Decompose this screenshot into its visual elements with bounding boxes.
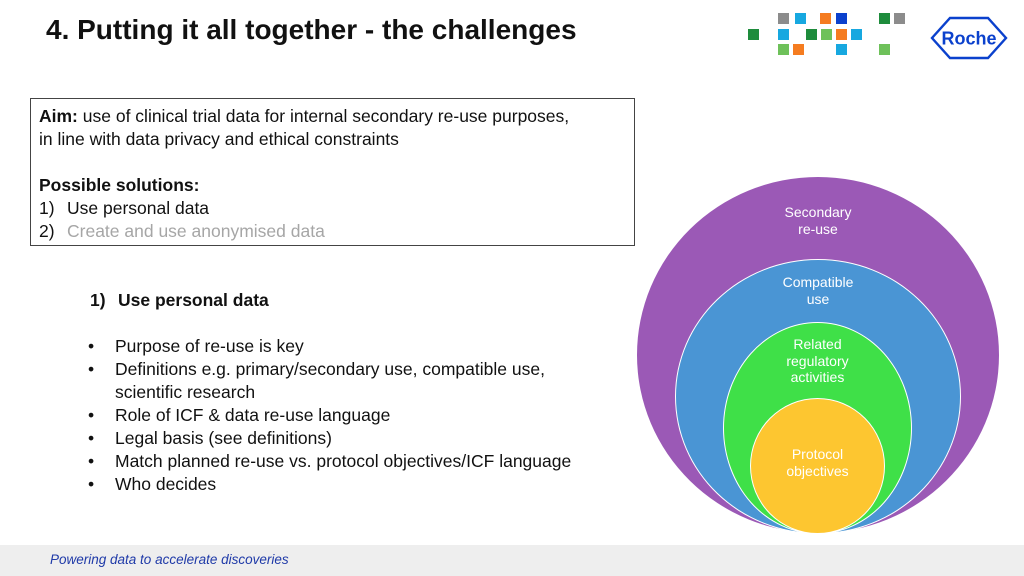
section-heading: 1) Use personal data — [90, 290, 269, 311]
mosaic-pixel — [894, 13, 905, 24]
mosaic-pixel — [836, 29, 847, 40]
solution-item: 2) Create and use anonymised data — [39, 220, 626, 243]
slide-title: 4. Putting it all together - the challen… — [46, 14, 577, 45]
bullet-list: Purpose of re-use is key Definitions e.g… — [88, 335, 633, 496]
mosaic-pixel — [806, 29, 817, 40]
mosaic-pixel — [778, 29, 789, 40]
solution-number: 1) — [39, 198, 55, 218]
aim-line-2: in line with data privacy and ethical co… — [39, 129, 399, 149]
mosaic-pixel — [821, 29, 832, 40]
circle-protocol-objectives: Protocol objectives — [750, 398, 885, 534]
bullet-item: Legal basis (see definitions) — [88, 427, 633, 450]
bullet-item: Match planned re-use vs. protocol object… — [88, 450, 633, 473]
section-heading-text: Use personal data — [118, 290, 269, 310]
mosaic-pixel — [748, 29, 759, 40]
circle-label: Compatible use — [782, 274, 854, 307]
mosaic-pixel — [793, 44, 804, 55]
aim-box: Aim: use of clinical trial data for inte… — [30, 98, 635, 246]
bullet-item: Definitions e.g. primary/secondary use, … — [88, 358, 633, 381]
nested-circles-diagram: Secondary re-use Compatible use Related … — [636, 176, 1000, 534]
mosaic-pixel — [836, 44, 847, 55]
bullet-item: Role of ICF & data re-use language — [88, 404, 633, 427]
footer-bar: Powering data to accelerate discoveries — [0, 545, 1024, 576]
bullet-item: Who decides — [88, 473, 633, 496]
mosaic-pixel — [879, 13, 890, 24]
roche-logo-text: Roche — [941, 29, 996, 49]
circle-label: Related regulatory activities — [786, 336, 849, 385]
mosaic-pixel — [795, 13, 806, 24]
mosaic-pixel — [778, 13, 789, 24]
mosaic-pixel — [879, 44, 890, 55]
bullet-item: Purpose of re-use is key — [88, 335, 633, 358]
mosaic-pixel — [836, 13, 847, 24]
mosaic-pixel — [778, 44, 789, 55]
solution-number: 2) — [39, 221, 55, 241]
roche-logo: Roche — [930, 16, 1008, 65]
solutions-label: Possible solutions: — [39, 175, 200, 195]
aim-text: use of clinical trial data for internal … — [82, 106, 570, 126]
circle-label: Protocol objectives — [786, 446, 849, 479]
pixel-mosaic-graphic — [748, 13, 908, 57]
mosaic-pixel — [820, 13, 831, 24]
footer-tagline: Powering data to accelerate discoveries — [50, 552, 289, 567]
solution-item: 1) Use personal data — [39, 197, 626, 220]
bullet-item-continuation: scientific research — [115, 382, 256, 402]
aim-line-1: Aim: use of clinical trial data for inte… — [39, 105, 626, 128]
mosaic-pixel — [851, 29, 862, 40]
solution-text: Create and use anonymised data — [67, 221, 325, 241]
solution-text: Use personal data — [67, 198, 210, 218]
aim-label: Aim: — [39, 106, 78, 126]
section-number: 1) — [90, 290, 106, 310]
circle-label: Secondary re-use — [784, 204, 852, 237]
